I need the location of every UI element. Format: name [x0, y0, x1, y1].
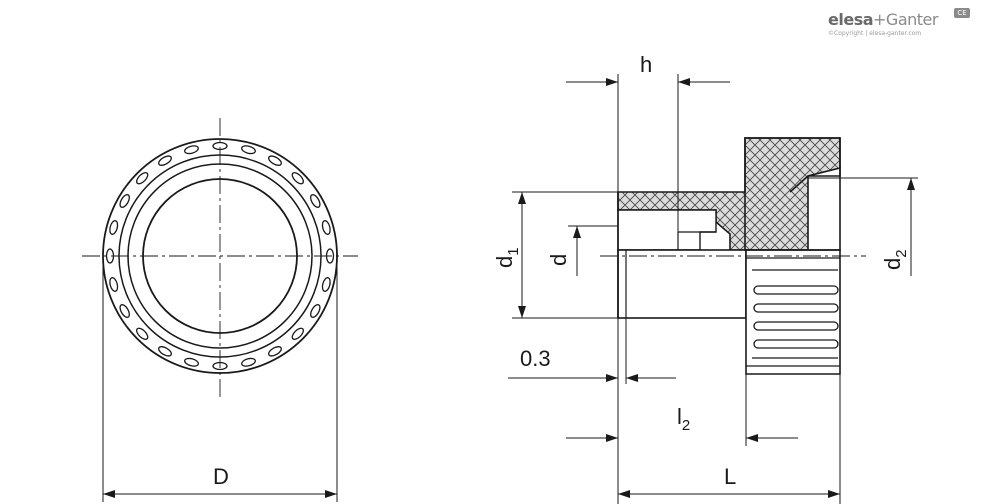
shank-lower: [617, 249, 747, 319]
knurl-notch: [105, 248, 115, 264]
knurl-notch: [241, 357, 256, 367]
copyright-text: ©Copyright | elesa-ganter.com: [828, 30, 922, 37]
ce-badge: CE: [954, 8, 970, 18]
dimension-D: [102, 260, 338, 502]
label-d2-main: d: [880, 258, 905, 270]
knurl-notch: [291, 172, 304, 185]
dimension-l2: [566, 374, 798, 504]
knurl-notch: [109, 277, 119, 292]
dimension-d2: [808, 177, 918, 276]
label-d1: d1: [492, 247, 522, 268]
knurl-notches: [105, 141, 335, 371]
label-h: h: [640, 52, 652, 77]
dimension-L: [618, 374, 841, 504]
knurl-notch: [212, 141, 228, 151]
knob-ring-2: [118, 154, 322, 358]
knurl-notch: [184, 145, 199, 155]
label-d1-main: d: [492, 256, 517, 268]
dimension-d: [568, 225, 618, 276]
bore-void: [617, 209, 717, 251]
knurl-notch: [136, 327, 149, 340]
label-l2-main: l: [677, 404, 682, 429]
label-offset: 0.3: [520, 346, 551, 371]
knurl-notch: [158, 346, 172, 357]
knurl-notch: [184, 357, 199, 367]
knurl-notch: [310, 304, 321, 318]
head-inner-chamfer: [789, 175, 809, 193]
front-view: [82, 118, 358, 398]
knurl-notch: [109, 220, 119, 235]
label-d2-sub: 2: [893, 249, 910, 257]
brand-ganter: +Ganter: [873, 10, 938, 29]
knurl-notch: [241, 145, 256, 155]
head-groove: [753, 321, 839, 331]
knurl-notch: [291, 327, 304, 340]
head-groove: [753, 339, 839, 349]
knurl-notch: [268, 346, 282, 357]
label-l2-sub: 2: [682, 417, 690, 434]
knurl-notch: [325, 248, 335, 264]
knob-inner-face: [142, 178, 298, 334]
label-d2: d2: [880, 249, 910, 270]
knurl-notch: [321, 277, 331, 292]
knurl-notch: [119, 304, 130, 318]
dimension-d1: [512, 191, 620, 319]
label-d: d: [546, 254, 571, 266]
head-grooves: [752, 269, 839, 359]
head-groove: [753, 303, 839, 313]
head-upper-outline: [744, 137, 841, 251]
dimension-h: [566, 74, 730, 236]
brand-logo: elesa+Ganter ©Copyright | elesa-ganter.c…: [820, 6, 970, 38]
knurl-notch: [158, 155, 172, 166]
brand-name: elesa+Ganter: [828, 10, 938, 29]
head-groove: [753, 285, 839, 295]
dimension-offset: [508, 318, 676, 384]
knob-ring-3: [127, 163, 313, 349]
knurl-notch: [212, 361, 228, 371]
label-l2: l2: [677, 404, 690, 434]
label-L: L: [724, 464, 736, 489]
knurl-notch: [321, 220, 331, 235]
label-d1-sub: 1: [505, 247, 522, 255]
knob-outer-edge: [102, 138, 338, 374]
label-D: D: [213, 464, 229, 489]
brand-elesa: elesa: [828, 10, 874, 29]
knurl-notch: [119, 194, 130, 208]
knurl-notch: [136, 172, 149, 185]
knurl-notch: [310, 194, 321, 208]
side-view: [617, 137, 841, 375]
knurl-notch: [268, 155, 282, 166]
